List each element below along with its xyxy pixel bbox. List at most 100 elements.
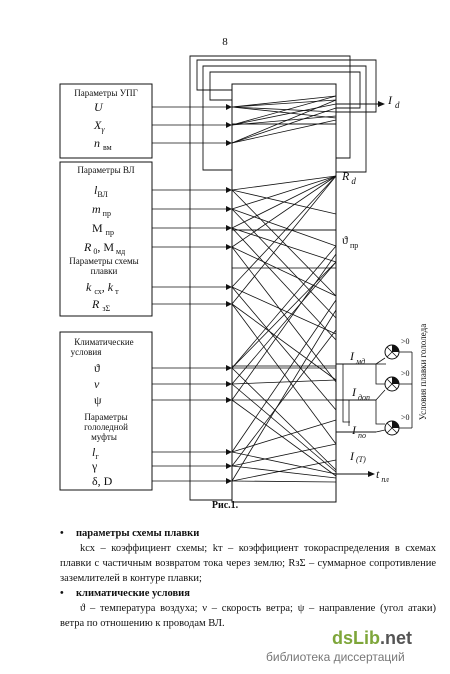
cross-wire <box>231 227 337 341</box>
block-currents <box>231 365 337 503</box>
arrowhead <box>226 140 232 146</box>
figure-caption: Рис.1. <box>211 500 239 511</box>
panel-vl-title: Параметры ВЛ <box>77 165 134 175</box>
arrowhead <box>226 104 232 110</box>
climate-param-nu: ν <box>94 377 100 391</box>
arrowhead <box>226 206 232 212</box>
cross-wire <box>231 465 337 479</box>
arrowhead <box>226 397 232 403</box>
svg-text:>0: >0 <box>401 369 410 378</box>
upg-param-x: Xγ <box>93 118 105 134</box>
arrowhead <box>226 478 232 484</box>
cross-wire <box>231 303 337 445</box>
cross-wire <box>231 459 337 482</box>
side-label: Условия плавки гололеда <box>418 324 428 420</box>
arrowhead <box>226 463 232 469</box>
paragraph-scheme: kсх – коэффициент схемы; kт – коэффициен… <box>60 543 436 584</box>
cross-wire <box>231 367 337 471</box>
cross-wire <box>231 175 337 210</box>
page-number: 8 <box>222 36 228 48</box>
panel-scheme-subtitle-1: Параметры схемы <box>69 256 138 266</box>
block-heat <box>231 229 337 269</box>
ice-param-delta-d: δ, D <box>92 474 113 488</box>
cross-wire <box>231 115 337 126</box>
cross-wire <box>231 399 337 477</box>
climate-param-psi: ψ <box>94 393 102 407</box>
output-it-label: I(T) <box>349 449 366 464</box>
watermark-logo: dsLib.net <box>332 628 413 648</box>
vl-param-l: lВЛ <box>94 183 108 199</box>
panel-climate-title-1: Климатические <box>74 337 133 347</box>
arrowhead <box>226 284 232 290</box>
input-arrows <box>226 104 232 484</box>
cross-wire <box>231 329 337 467</box>
feedback-loop-4 <box>209 71 361 109</box>
arrowhead <box>226 187 232 193</box>
cross-wire <box>231 99 337 108</box>
main-block <box>231 83 337 503</box>
cross-wire <box>231 451 337 475</box>
cross-wire <box>231 246 337 297</box>
cross-wire <box>231 379 337 385</box>
cross-wire <box>231 106 337 113</box>
feedback-loop-outer <box>189 55 351 501</box>
cross-wire <box>231 480 337 483</box>
arrowhead <box>226 365 232 371</box>
upg-param-u: U <box>94 100 104 114</box>
cross-wire <box>231 175 337 305</box>
cross-wire <box>231 286 337 335</box>
text-section: параметры схемы плавки kсх – коэффициент… <box>60 526 436 631</box>
ice-param-l: lг <box>92 445 99 461</box>
cross-wire <box>231 95 337 108</box>
cross-wire <box>231 253 337 401</box>
block-id <box>231 83 337 125</box>
svg-text:>0: >0 <box>401 413 410 422</box>
comparator-3: >0 <box>384 413 410 436</box>
cross-wire <box>231 106 337 119</box>
svg-text:>0: >0 <box>401 337 410 346</box>
cross-wire <box>231 299 337 453</box>
cross-wire <box>231 95 337 126</box>
ice-param-gamma: γ <box>91 459 98 473</box>
cross-wire <box>231 175 337 248</box>
connection-lines <box>152 95 337 483</box>
panel-ice-subtitle-1: Параметры <box>84 412 127 422</box>
panel-climate-title-2: условия <box>71 347 102 357</box>
cross-wire <box>231 303 337 381</box>
cross-wire <box>231 107 337 144</box>
arrowhead <box>226 122 232 128</box>
cross-wire <box>231 227 337 263</box>
cross-wire <box>231 99 337 144</box>
cross-wire <box>231 261 337 385</box>
cross-wire <box>231 419 337 453</box>
cross-wire <box>231 245 337 369</box>
cross-wire <box>231 208 337 247</box>
panel-climate <box>59 331 153 491</box>
arrowhead <box>226 301 232 307</box>
panel-scheme-subtitle-2: плавки <box>91 266 118 276</box>
cross-wire <box>231 208 337 319</box>
comparator-1: >0 <box>376 337 410 365</box>
panel-upg <box>59 83 153 159</box>
panel-ice-subtitle-2: гололедной <box>84 422 128 432</box>
arrowhead <box>226 244 232 250</box>
cross-wire <box>231 175 337 288</box>
arrowhead <box>226 449 232 455</box>
cross-wire <box>231 443 337 467</box>
climate-param-theta: ϑ <box>94 361 100 375</box>
arrowhead <box>226 381 232 387</box>
watermark-subtitle: библиотека диссертаций <box>266 650 405 664</box>
panel-upg-title: Параметры УПГ <box>74 88 138 98</box>
paragraph-climate: ϑ – температура воздуха; ν – скорость ве… <box>60 603 436 629</box>
